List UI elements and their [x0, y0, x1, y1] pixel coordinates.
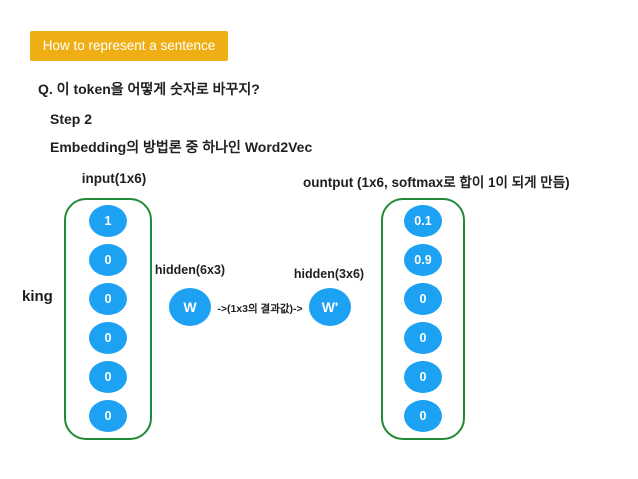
- input-vector-label: input(1x6): [81, 171, 147, 186]
- output-vector-label: ountput (1x6, softmax로 합이 1이 되게 만듬): [303, 175, 570, 190]
- hidden2-label: hidden(3x6): [293, 267, 365, 281]
- title-badge: How to represent a sentence: [30, 31, 228, 61]
- input-node-0: 1: [89, 205, 127, 237]
- intermediate-result-arrow-text: ->(1x3의 결과값)->: [217, 303, 303, 315]
- input-vector-box: 1 0 0 0 0 0: [64, 198, 152, 440]
- input-node-5: 0: [89, 400, 127, 432]
- step-subtitle: Embedding의 방법론 중 하나인 Word2Vec: [50, 139, 313, 155]
- output-node-1: 0.9: [404, 244, 442, 276]
- output-node-2: 0: [404, 283, 442, 315]
- input-node-4: 0: [89, 361, 127, 393]
- question-text: Q. 이 token을 어떻게 숫자로 바꾸지?: [38, 81, 260, 97]
- weight-matrix-w-prime-node: W': [309, 288, 351, 326]
- input-node-3: 0: [89, 322, 127, 354]
- input-node-2: 0: [89, 283, 127, 315]
- output-node-3: 0: [404, 322, 442, 354]
- output-node-4: 0: [404, 361, 442, 393]
- hidden1-label: hidden(6x3): [154, 263, 226, 277]
- input-node-1: 0: [89, 244, 127, 276]
- output-node-0: 0.1: [404, 205, 442, 237]
- output-node-5: 0: [404, 400, 442, 432]
- weight-matrix-w-node: W: [169, 288, 211, 326]
- output-vector-box: 0.1 0.9 0 0 0 0: [381, 198, 465, 440]
- step-title: Step 2: [50, 111, 93, 127]
- input-word-label: king: [22, 288, 53, 305]
